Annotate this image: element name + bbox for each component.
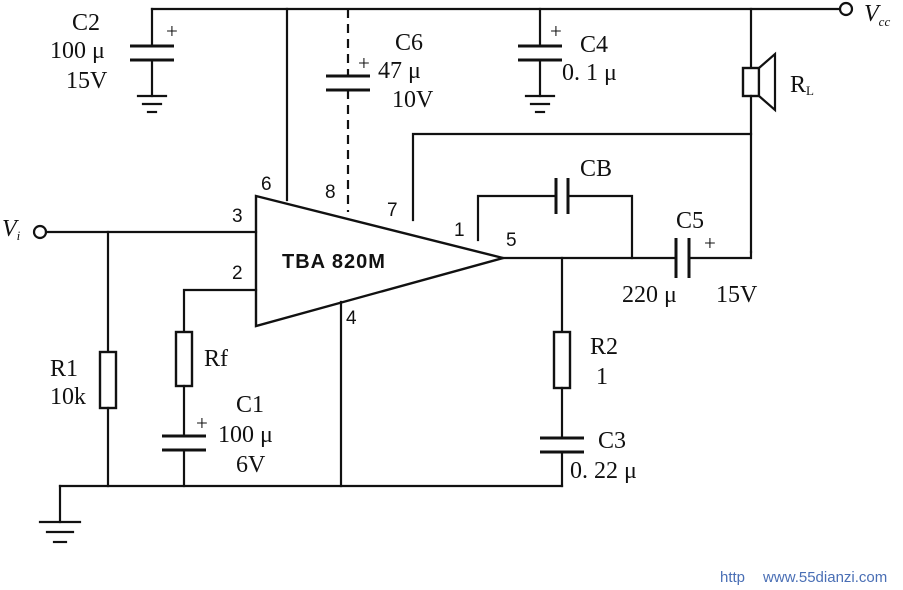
c6-rating: 10V — [392, 87, 434, 113]
c1-label: C1 — [236, 392, 264, 418]
r2-label: R2 — [590, 334, 618, 360]
pin-8-label: 8 — [325, 182, 336, 203]
resistor-rf — [174, 288, 258, 438]
vin-terminal — [32, 224, 48, 240]
r1-value: 10k — [50, 384, 86, 410]
c1-plus: + — [196, 411, 208, 435]
vcc-label: Vcc — [864, 1, 890, 29]
capacitor-cb — [476, 178, 634, 260]
pin-1-label: 1 — [454, 220, 465, 241]
capacitor-c3 — [540, 436, 584, 488]
c3-label: C3 — [598, 428, 626, 454]
c6-plus: + — [358, 51, 370, 75]
capacitor-c1 — [162, 434, 206, 488]
amplifier-triangle — [254, 194, 508, 328]
pin-5-label: 5 — [506, 230, 517, 251]
vcc-terminal — [838, 1, 854, 17]
c5-label: C5 — [676, 208, 704, 234]
c6-value: 47 μ — [378, 58, 421, 84]
c1-value: 100 μ — [218, 422, 273, 448]
pin-2-label: 2 — [232, 263, 243, 284]
rl-label: RL — [790, 72, 814, 98]
c5-value: 220 μ — [622, 282, 677, 308]
c2-plus: + — [166, 19, 178, 43]
c2-value: 100 μ — [50, 38, 105, 64]
ground-rail — [38, 484, 564, 544]
speaker-rl — [741, 7, 777, 254]
r1-label: R1 — [50, 356, 78, 382]
pin7-wire — [411, 132, 753, 222]
c4-value: 0. 1 μ — [562, 60, 617, 86]
c4-plus: + — [550, 19, 562, 43]
resistor-r2 — [552, 256, 572, 440]
capacitor-c4 — [518, 7, 562, 114]
cb-label: CB — [580, 156, 612, 182]
capacitor-c5 — [674, 238, 753, 278]
c5-plus: + — [704, 231, 716, 255]
c4-label: C4 — [580, 32, 608, 58]
c6-label: C6 — [395, 30, 423, 56]
rf-label: Rf — [204, 346, 228, 372]
pin-6-label: 6 — [261, 174, 272, 195]
pin-4-label: 4 — [346, 308, 357, 329]
pin-7-label: 7 — [387, 200, 398, 221]
c2-rating: 15V — [66, 68, 108, 94]
pin-3-label: 3 — [232, 206, 243, 227]
r2-value: 1 — [596, 364, 608, 390]
c1-rating: 6V — [236, 452, 266, 478]
capacitor-c6 — [326, 9, 370, 212]
c2-label: C2 — [72, 10, 100, 36]
capacitor-c2 — [130, 7, 174, 114]
c3-value: 0. 22 μ — [570, 458, 637, 484]
c5-rating: 15V — [716, 282, 758, 308]
vin-label: Vi — [2, 216, 21, 243]
resistor-r1 — [98, 230, 118, 488]
chip-label: TBA 820M — [282, 251, 386, 273]
